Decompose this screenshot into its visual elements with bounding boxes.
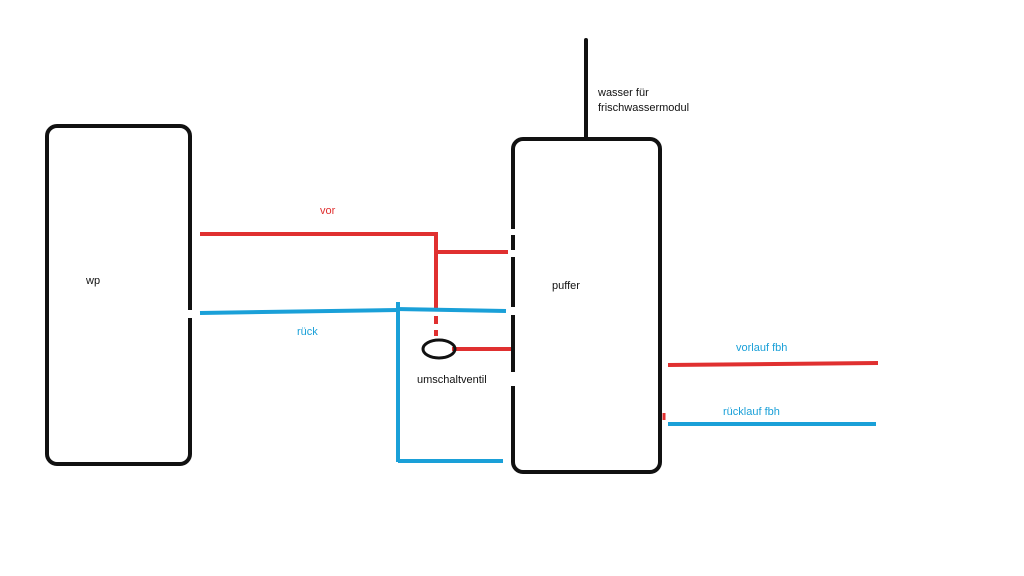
- vorlauf-fbh-pipe: [667, 361, 879, 367]
- opening-1: [509, 229, 518, 235]
- rueck-pipe: [199, 308, 399, 315]
- wasser-label-line2: frischwassermodul: [598, 102, 690, 114]
- umschaltventil-label: umschaltventil: [417, 374, 487, 386]
- umschaltventil-symbol: [421, 338, 457, 360]
- rueck-pipe-puffer: [395, 307, 507, 313]
- puffer-box: [511, 137, 662, 474]
- opening-5: [188, 310, 196, 318]
- rueck-label: rück: [297, 326, 318, 338]
- opening-4: [509, 372, 518, 386]
- puffer-label: puffer: [552, 280, 580, 292]
- wp-label: wp: [86, 275, 101, 287]
- vor-label: vor: [320, 205, 336, 217]
- ruecklauf-fbh-label: rücklauf fbh: [723, 406, 780, 418]
- vorlauf-fbh-label: vorlauf fbh: [736, 342, 788, 354]
- opening-3: [509, 307, 518, 315]
- wp-box: [45, 124, 192, 466]
- wasser-label-line1: wasser für: [598, 87, 649, 99]
- opening-2: [509, 250, 518, 257]
